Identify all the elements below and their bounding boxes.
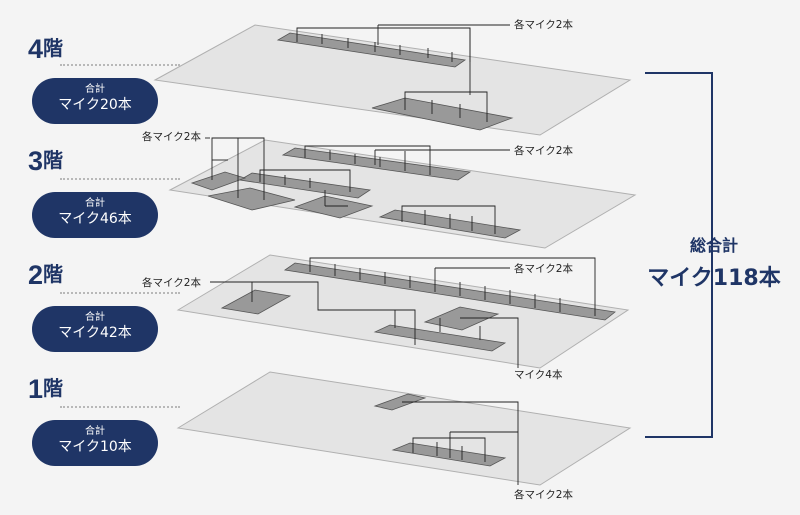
floor-4-mic-zone-top: [276, 32, 467, 68]
floor-2-connector: [60, 292, 180, 294]
floor-3-mic-zone-leftlow: [207, 187, 296, 211]
floor-2-badge-count: マイク42本: [58, 325, 132, 341]
floor-2-plane: [176, 254, 630, 369]
floor-2-note-mic4: マイク4本: [514, 369, 563, 381]
floor-3-connector: [60, 178, 180, 180]
floor-2-mic-zone-left: [220, 289, 292, 315]
grand-total: 総合計 マイク118本: [644, 232, 784, 292]
floor-4-number: 4: [28, 34, 44, 64]
grand-total-title: 総合計: [689, 236, 738, 255]
floor-4-mic-zone-bottom: [371, 97, 514, 131]
floor-4-badge-top: 合計: [85, 84, 105, 95]
floor-1-badge-count: マイク10本: [58, 439, 132, 455]
floor-1-mic-zone-top: [373, 393, 427, 411]
grand-total-count: マイク118本: [647, 266, 781, 291]
floor-3-note-each2-left: 各マイク2本: [142, 131, 201, 143]
floor-2-number: 2: [28, 260, 44, 290]
floor-1-note-each2: 各マイク2本: [514, 489, 573, 501]
floor-3-kanji: 階: [43, 148, 64, 172]
floor-2-mic-zone-bottom: [373, 324, 507, 352]
floor-2-badge-top: 合計: [85, 312, 105, 323]
floor-2-mic-zone-center: [423, 306, 500, 331]
floor-4-note-each2: 各マイク2本: [514, 19, 573, 31]
floor-1-number: 1: [28, 374, 44, 404]
total-bracket: [645, 72, 713, 438]
floor-4-kanji: 階: [43, 36, 64, 60]
floor-2-badge: 合計マイク42本: [32, 306, 158, 352]
floor-3-mic-zone-middle: [238, 172, 372, 199]
floor-1-badge: 合計マイク10本: [32, 420, 158, 466]
floor-3-label: 3階: [28, 148, 63, 175]
floor-4-plane: [153, 24, 632, 136]
floor-3-mic-zone-left: [190, 171, 247, 191]
floor-1-mic-zone-bottom: [391, 442, 507, 467]
floor-4-label: 4階: [28, 36, 63, 63]
floor-3-plane: [168, 139, 637, 249]
floor-3-number: 3: [28, 146, 44, 176]
floor-1-kanji: 階: [43, 376, 64, 400]
floor-2-mic-zone-top: [283, 262, 616, 321]
floor-3-note-each2-right: 各マイク2本: [514, 145, 573, 157]
floor-1-connector: [60, 406, 180, 408]
floor-3-badge: 合計マイク46本: [32, 192, 158, 238]
floor-4-badge: 合計マイク20本: [32, 78, 158, 124]
floor-4-connector: [60, 64, 180, 66]
floor-4-plane-group: [153, 24, 632, 136]
floor-2-note-each2-right: 各マイク2本: [514, 263, 573, 275]
floor-1-badge-top: 合計: [85, 426, 105, 437]
floor-3-plane-group: [168, 137, 637, 249]
floor-2-plane-group: [176, 254, 630, 369]
floor-3-mic-zone-center: [293, 195, 374, 219]
floor-1-plane: [176, 371, 632, 486]
floor-3-badge-top: 合計: [85, 198, 105, 209]
floor-1-plane-group: [176, 371, 632, 486]
floor-4-badge-count: マイク20本: [58, 97, 132, 113]
floor-2-kanji: 階: [43, 262, 64, 286]
floor-3-badge-count: マイク46本: [58, 211, 132, 227]
floor-1-label: 1階: [28, 376, 63, 403]
floor-2-note-each2-left: 各マイク2本: [142, 277, 201, 289]
floor-2-label: 2階: [28, 262, 63, 289]
